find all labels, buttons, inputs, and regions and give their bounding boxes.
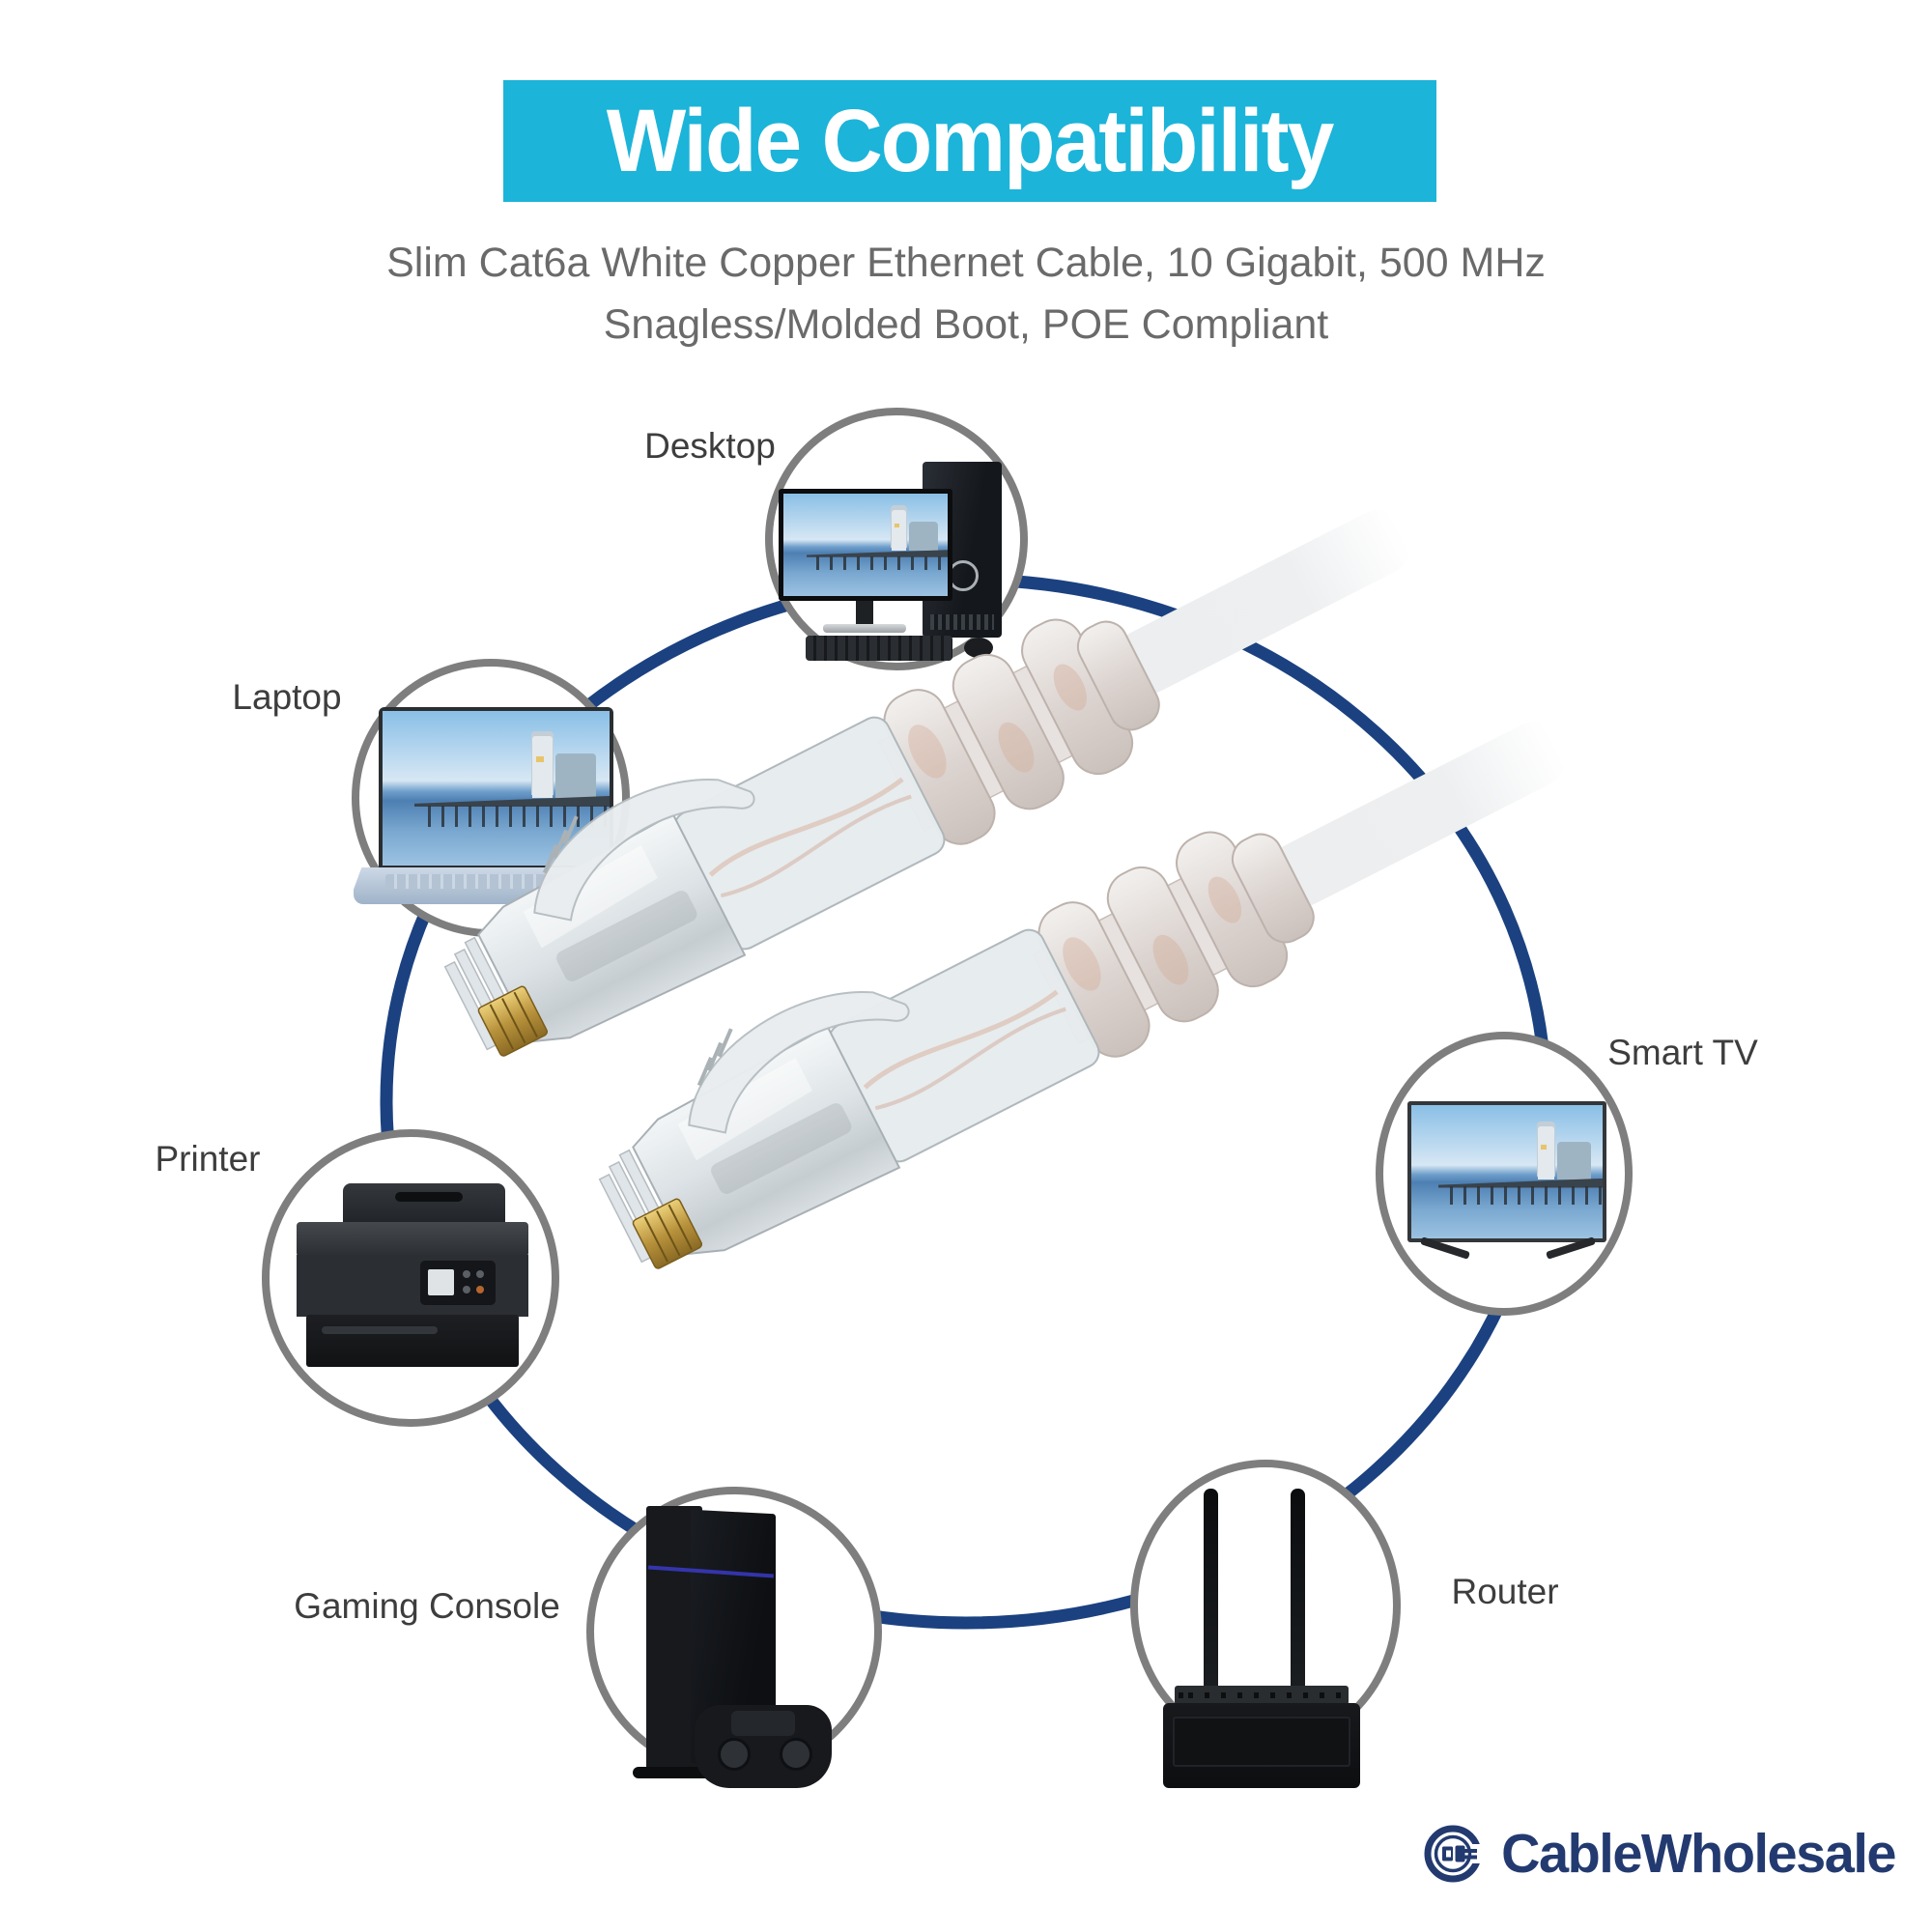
desktop-image [773, 415, 1020, 663]
printer-circle [262, 1129, 559, 1427]
smart-tv-circle [1376, 1032, 1633, 1316]
gaming-console-circle [586, 1487, 882, 1788]
laptop-label: Laptop [232, 677, 342, 717]
seascape-wallpaper [1411, 1105, 1603, 1238]
router-label: Router [1451, 1572, 1559, 1611]
keyboard-icon [806, 636, 952, 661]
printer-image [297, 1183, 528, 1373]
banner: Wide Compatibility [503, 80, 1436, 202]
gaming-console-image [594, 1494, 874, 1788]
printer-label: Printer [155, 1139, 261, 1179]
subtitle-line-1: Slim Cat6a White Copper Ethernet Cable, … [386, 240, 1546, 286]
printer-control-panel [420, 1261, 496, 1305]
game-controller-icon [695, 1705, 832, 1788]
router-image [1138, 1467, 1393, 1788]
smart-tv-label: Smart TV [1607, 1033, 1758, 1072]
desktop-circle [765, 408, 1028, 670]
page-title: Wide Compatibility [607, 91, 1335, 190]
router-circle [1130, 1460, 1401, 1788]
brand-logo: CableWholesale [1424, 1822, 1899, 1886]
antenna-icon [1291, 1489, 1305, 1707]
product-subtitle: Slim Cat6a White Copper Ethernet Cable, … [0, 232, 1932, 355]
mouse-icon [964, 638, 993, 658]
subtitle-line-2: Snagless/Molded Boot, POE Compliant [603, 301, 1329, 348]
antenna-icon [1204, 1489, 1218, 1707]
gaming-console-label: Gaming Console [294, 1586, 560, 1626]
tv-screen-icon [1407, 1101, 1606, 1242]
desktop-monitor-icon [779, 489, 952, 601]
seascape-wallpaper [783, 494, 948, 596]
brand-name: CableWholesale [1501, 1823, 1896, 1885]
desktop-label: Desktop [644, 426, 776, 466]
smart-tv-image [1383, 1039, 1625, 1308]
cablewholesale-logo-icon [1424, 1825, 1486, 1883]
